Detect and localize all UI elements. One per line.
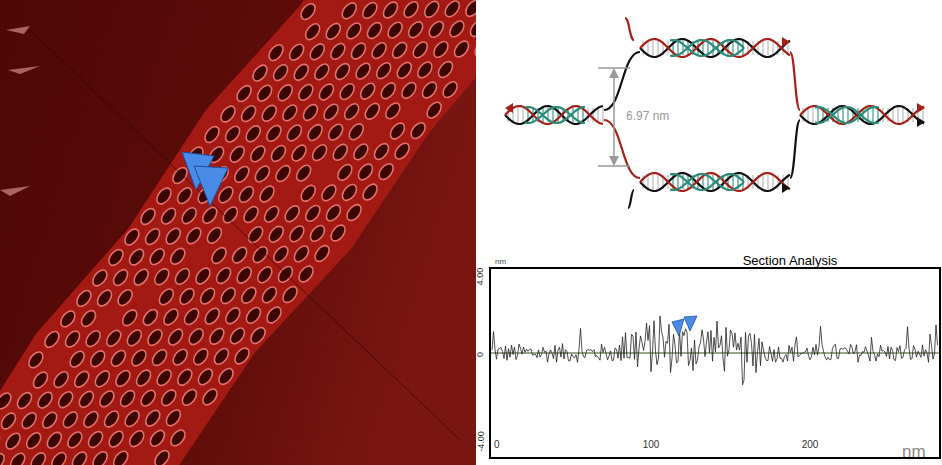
axis-unit: nm — [495, 258, 506, 266]
axis-unit: nm — [902, 443, 926, 460]
afm-image — [0, 0, 476, 465]
section-chart — [490, 268, 940, 458]
axis-tick: -4.00 — [476, 431, 485, 452]
position-markers — [182, 152, 228, 206]
axis-tick: 200 — [802, 440, 819, 450]
axis-tick: 4.00 — [477, 267, 486, 285]
axis-tick: 100 — [643, 440, 660, 450]
dimension-label: 6.97 nm — [624, 109, 671, 123]
dna-tile-schematic — [505, 18, 925, 208]
axis-tick: 0 — [476, 351, 485, 356]
axis-tick: 0 — [494, 440, 500, 450]
chart-title: Section Analysis — [743, 254, 838, 267]
